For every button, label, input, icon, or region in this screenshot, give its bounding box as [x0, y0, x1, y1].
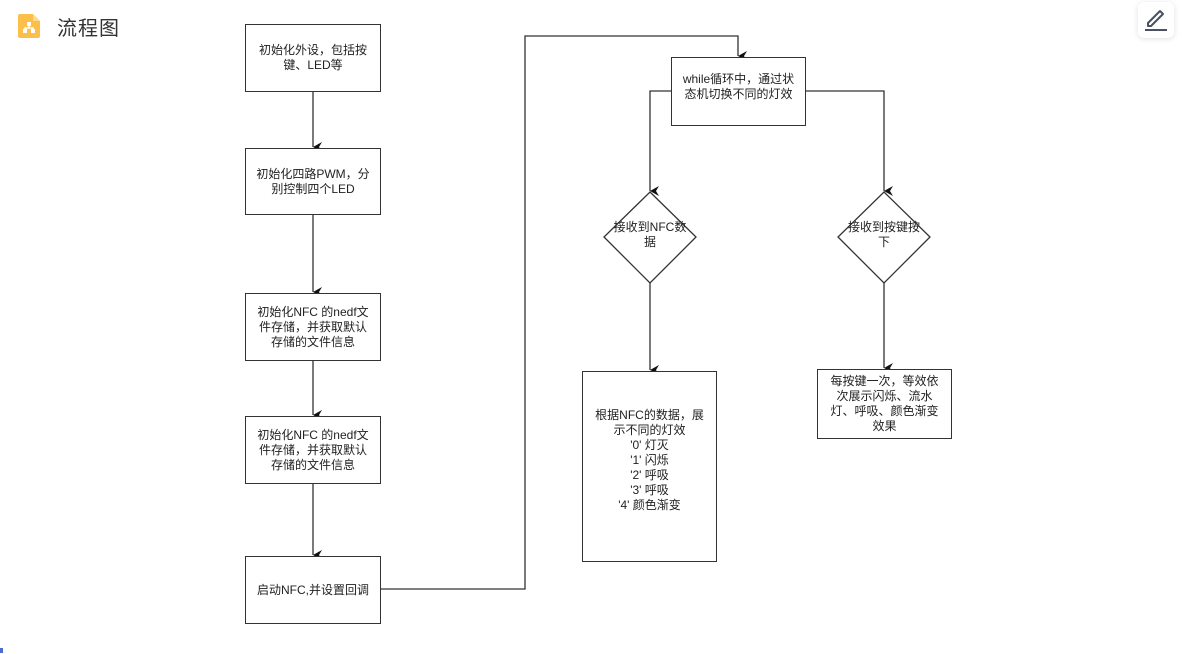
- node-nfc-effects[interactable]: 根据NFC的数据，展 示不同的灯效 '0' 灯灭 '1' 闪烁 '2' 呼吸 '…: [582, 371, 717, 562]
- node-while-loop[interactable]: while循环中，通过状 态机切换不同的灯效: [671, 57, 806, 126]
- corner-indicator: [0, 648, 3, 653]
- page-header: 流程图: [18, 12, 120, 40]
- decision-nfc-data-label[interactable]: 接收到NFC数 据: [613, 220, 687, 249]
- node-init-nfc-storage-2[interactable]: 初始化NFC 的nedf文 件存储，并获取默认 存储的文件信息: [245, 416, 381, 484]
- decision-diamond-key: [837, 191, 931, 284]
- node-init-pwm[interactable]: 初始化四路PWM，分 别控制四个LED: [245, 148, 381, 215]
- page-title: 流程图: [57, 15, 120, 40]
- node-key-effects[interactable]: 每按键一次，等效依 次展示闪烁、流水 灯、呼吸、颜色渐变 效果: [817, 369, 952, 439]
- edit-button[interactable]: [1138, 2, 1174, 38]
- edge-n6-d1: [649, 90, 671, 196]
- decision-key-pressed-label[interactable]: 接收到按键按 下: [847, 220, 920, 249]
- node-start-nfc[interactable]: 启动NFC,并设置回调: [245, 556, 381, 624]
- node-init-peripherals[interactable]: 初始化外设，包括按 键、LED等: [245, 24, 381, 92]
- edge-n6-d2: [805, 90, 893, 196]
- pencil-edit-icon: [1142, 4, 1170, 36]
- edge-n5-n6: [380, 35, 747, 590]
- decision-diamond-nfc: [603, 191, 697, 284]
- flowchart-file-icon: [18, 14, 40, 38]
- node-init-nfc-storage-1[interactable]: 初始化NFC 的nedf文 件存储，并获取默认 存储的文件信息: [245, 293, 381, 361]
